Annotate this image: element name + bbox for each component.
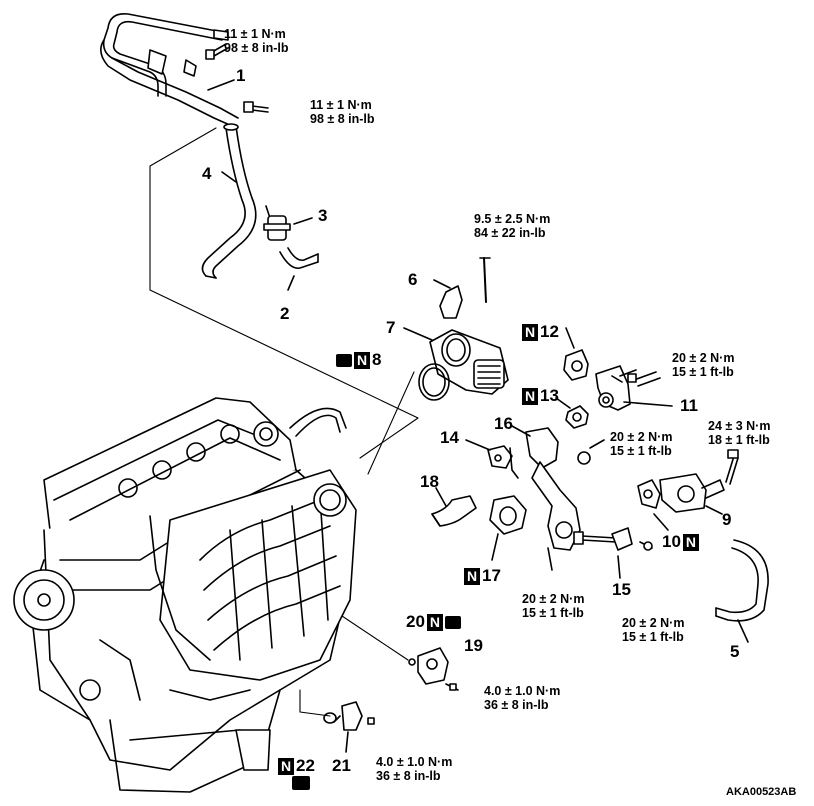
throttle-bracket-part-6 [439, 257, 491, 319]
gasket-part-10 [637, 479, 661, 509]
torque-imperial: 84 ± 22 in-lb [474, 226, 546, 240]
figure-code: AKA00523AB [726, 786, 797, 798]
valve-part-9 [659, 473, 725, 513]
torque-metric: 4.0 ± 1.0 N·m [376, 755, 453, 769]
part-number: 17 [482, 566, 501, 585]
o-ring-part-22 [323, 712, 337, 724]
new-part-mark: N [426, 614, 443, 631]
torque-imperial: 98 ± 8 in-lb [224, 41, 289, 55]
torque-metric: 20 ± 2 N·m [672, 351, 735, 365]
bolt-icon [205, 43, 229, 60]
vacuum-pipe-part-1 [100, 12, 239, 127]
water-pipe-part-18 [431, 495, 477, 527]
bracket-part-14 [487, 445, 519, 479]
new-part-mark: N [464, 568, 480, 585]
new-part-mark: N [278, 758, 294, 775]
torque-metric: 4.0 ± 1.0 N·m [484, 684, 561, 698]
vacuum-hose-part-4 [201, 123, 257, 279]
throttle-body-part-7 [429, 329, 509, 395]
hose-part-2 [279, 247, 319, 269]
part-callout-9: 9 [722, 510, 732, 529]
gasket-part-12 [563, 349, 589, 381]
part-callout-1: 1 [236, 66, 246, 85]
part-number: 20 [406, 612, 425, 631]
torque-metric: 11 ± 1 N·m [310, 98, 372, 112]
part-icon [444, 616, 461, 630]
gasket-part-17 [489, 495, 527, 535]
part-callout-4: 4 [202, 164, 212, 183]
torque-metric: 24 ± 3 N·m [708, 419, 771, 433]
part-callout-19: 19 [464, 636, 483, 655]
gasket-part-13 [565, 405, 589, 429]
part-number: 10 [662, 532, 681, 551]
torque-imperial: 15 ± 1 ft-lb [610, 444, 672, 458]
part-callout-21: 21 [332, 756, 351, 775]
part-callout-6: 6 [408, 270, 418, 289]
torque-imperial: 98 ± 8 in-lb [310, 112, 375, 126]
egr-valve-part-16 [525, 427, 591, 571]
new-part-mark: N [522, 388, 538, 405]
torque-imperial: 15 ± 1 ft-lb [622, 630, 684, 644]
torque-imperial: 18 ± 1 ft-lb [708, 433, 770, 447]
part-callout-2: 2 [280, 304, 290, 323]
torque-imperial: 15 ± 1 ft-lb [522, 606, 584, 620]
egr-pipe-part-11 [595, 365, 631, 411]
new-part-mark: N [682, 534, 699, 551]
part-callout-18: 18 [420, 472, 439, 491]
bolt-icon [367, 717, 375, 725]
engine-assembly [13, 397, 357, 793]
bolt-icon [445, 683, 459, 691]
part-callout-5: 5 [730, 642, 740, 661]
part-callout-11: 11 [680, 396, 698, 415]
bolt-icon [619, 369, 661, 387]
new-part-mark: N [522, 324, 538, 341]
torque-metric: 20 ± 2 N·m [610, 430, 673, 444]
sensor-part-21 [333, 701, 363, 731]
torque-metric: 20 ± 2 N·m [622, 616, 685, 630]
part-number: 12 [540, 322, 559, 341]
part-icon [292, 776, 310, 795]
hose-part-5 [715, 539, 769, 622]
sensor-part-19 [417, 647, 449, 685]
part-callout-16: 16 [494, 414, 513, 433]
bolt-icon [573, 527, 633, 551]
torque-metric: 9.5 ± 2.5 N·m [474, 212, 551, 226]
bolt-icon [725, 449, 739, 485]
new-part-mark: N [354, 352, 370, 369]
vacuum-filter-part-3 [263, 205, 291, 241]
part-number: 13 [540, 386, 559, 405]
gasket-part-8 [418, 363, 450, 401]
part-callout-3: 3 [318, 206, 328, 225]
torque-metric: 11 ± 1 N·m [224, 27, 286, 41]
torque-metric: 20 ± 2 N·m [522, 592, 585, 606]
part-callout-7: 7 [386, 318, 396, 337]
part-icon [336, 354, 352, 368]
torque-imperial: 36 ± 8 in-lb [484, 698, 549, 712]
bolt-icon [243, 101, 269, 113]
part-callout-14: 14 [440, 428, 459, 447]
part-number: 22 [296, 756, 315, 775]
part-callout-15: 15 [612, 580, 631, 599]
torque-imperial: 15 ± 1 ft-lb [672, 365, 734, 379]
torque-imperial: 36 ± 8 in-lb [376, 769, 441, 783]
part-number: 8 [372, 350, 382, 369]
